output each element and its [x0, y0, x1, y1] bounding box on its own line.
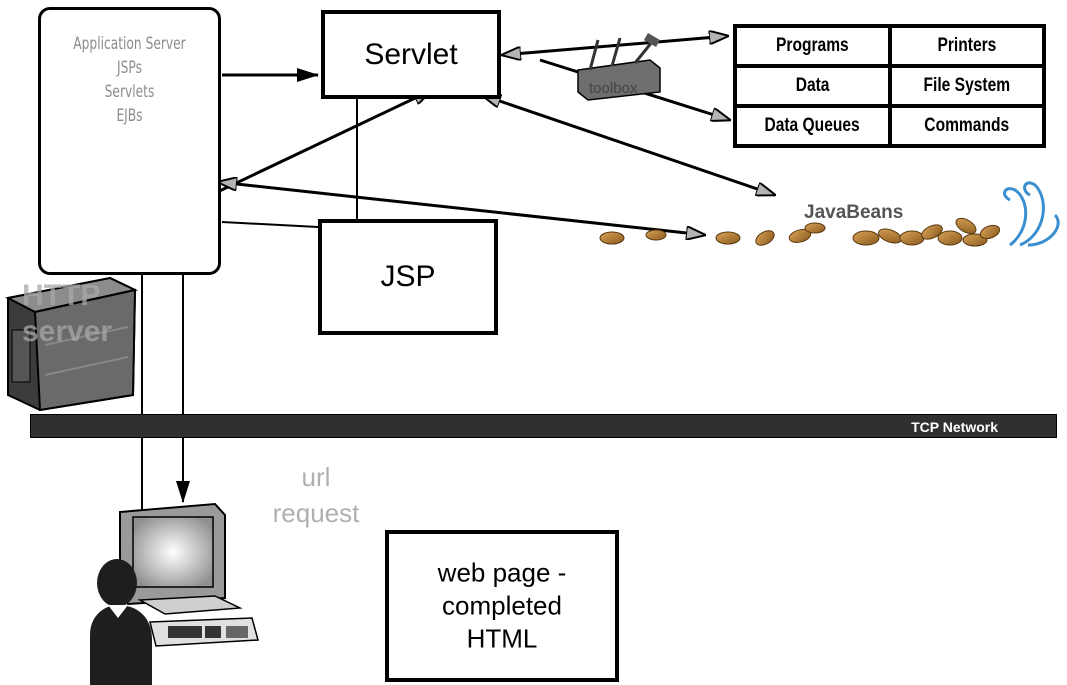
appserver-to-jsp-line — [221, 221, 319, 228]
web-page-line-1: web page - — [437, 557, 567, 588]
coffee-bean-icon — [599, 217, 1001, 247]
application-server-label: Application Server JSPs Servlets EJBs — [66, 32, 193, 128]
resource-data-queues: Data Queues — [764, 115, 860, 136]
toolbox-icon — [577, 33, 661, 101]
toolbox-label: toolbox — [589, 80, 638, 97]
resource-cell: File System — [891, 68, 1042, 104]
app-server-ejbs: EJBs — [116, 106, 143, 126]
url-request-line-2: request — [272, 498, 360, 528]
web-page-label: web page - completed HTML — [389, 557, 615, 656]
servlet-ejb-arrow — [190, 90, 432, 205]
app-server-servlets: Servlets — [104, 82, 155, 102]
url-request-label: url request — [256, 459, 376, 531]
resource-cell: Commands — [891, 108, 1042, 144]
java-cup-logo-icon — [1003, 181, 1060, 247]
resource-cell: Data — [737, 68, 888, 104]
servlet-javabeans-arrow — [482, 95, 775, 195]
tcp-network-label: TCP Network — [911, 419, 998, 435]
resource-data: Data — [795, 75, 830, 96]
application-server-box: Application Server JSPs Servlets EJBs — [38, 7, 221, 275]
servlet-programs-arrow — [502, 36, 728, 55]
http-server-machine-icon — [4, 276, 139, 412]
computer-monitor-icon — [119, 502, 259, 647]
ejb-javabeans-arrow — [218, 182, 705, 235]
jsp-box: JSP — [318, 219, 498, 335]
user-person-icon — [90, 559, 152, 685]
jsp-label: JSP — [380, 260, 436, 293]
app-server-title: Application Server — [73, 34, 186, 54]
web-page-box: web page - completed HTML — [385, 530, 619, 682]
url-request-line-1: url — [301, 462, 331, 492]
resource-cell: Data Queues — [737, 108, 888, 144]
http-server-line-1: HTTP — [22, 279, 101, 312]
javabeans-label: JavaBeans — [804, 202, 904, 223]
tcp-network-bar: TCP Network — [30, 414, 1057, 438]
resource-printers: Printers — [937, 35, 997, 56]
http-server-label: HTTP server — [22, 278, 112, 350]
resource-cell: Printers — [891, 28, 1042, 64]
servlet-box: Servlet — [321, 10, 501, 99]
system-resources-table: Programs Printers Data File System Data … — [733, 24, 1046, 148]
web-page-line-2: completed — [442, 590, 562, 621]
web-page-line-3: HTML — [466, 623, 538, 654]
http-server-line-2: server — [22, 315, 113, 348]
resource-commands: Commands — [924, 115, 1010, 136]
resource-cell: Programs — [737, 28, 888, 64]
resource-programs: Programs — [775, 35, 849, 56]
app-server-jsps: JSPs — [117, 58, 142, 78]
servlet-label: Servlet — [364, 37, 458, 71]
resource-file-system: File System — [923, 75, 1011, 96]
